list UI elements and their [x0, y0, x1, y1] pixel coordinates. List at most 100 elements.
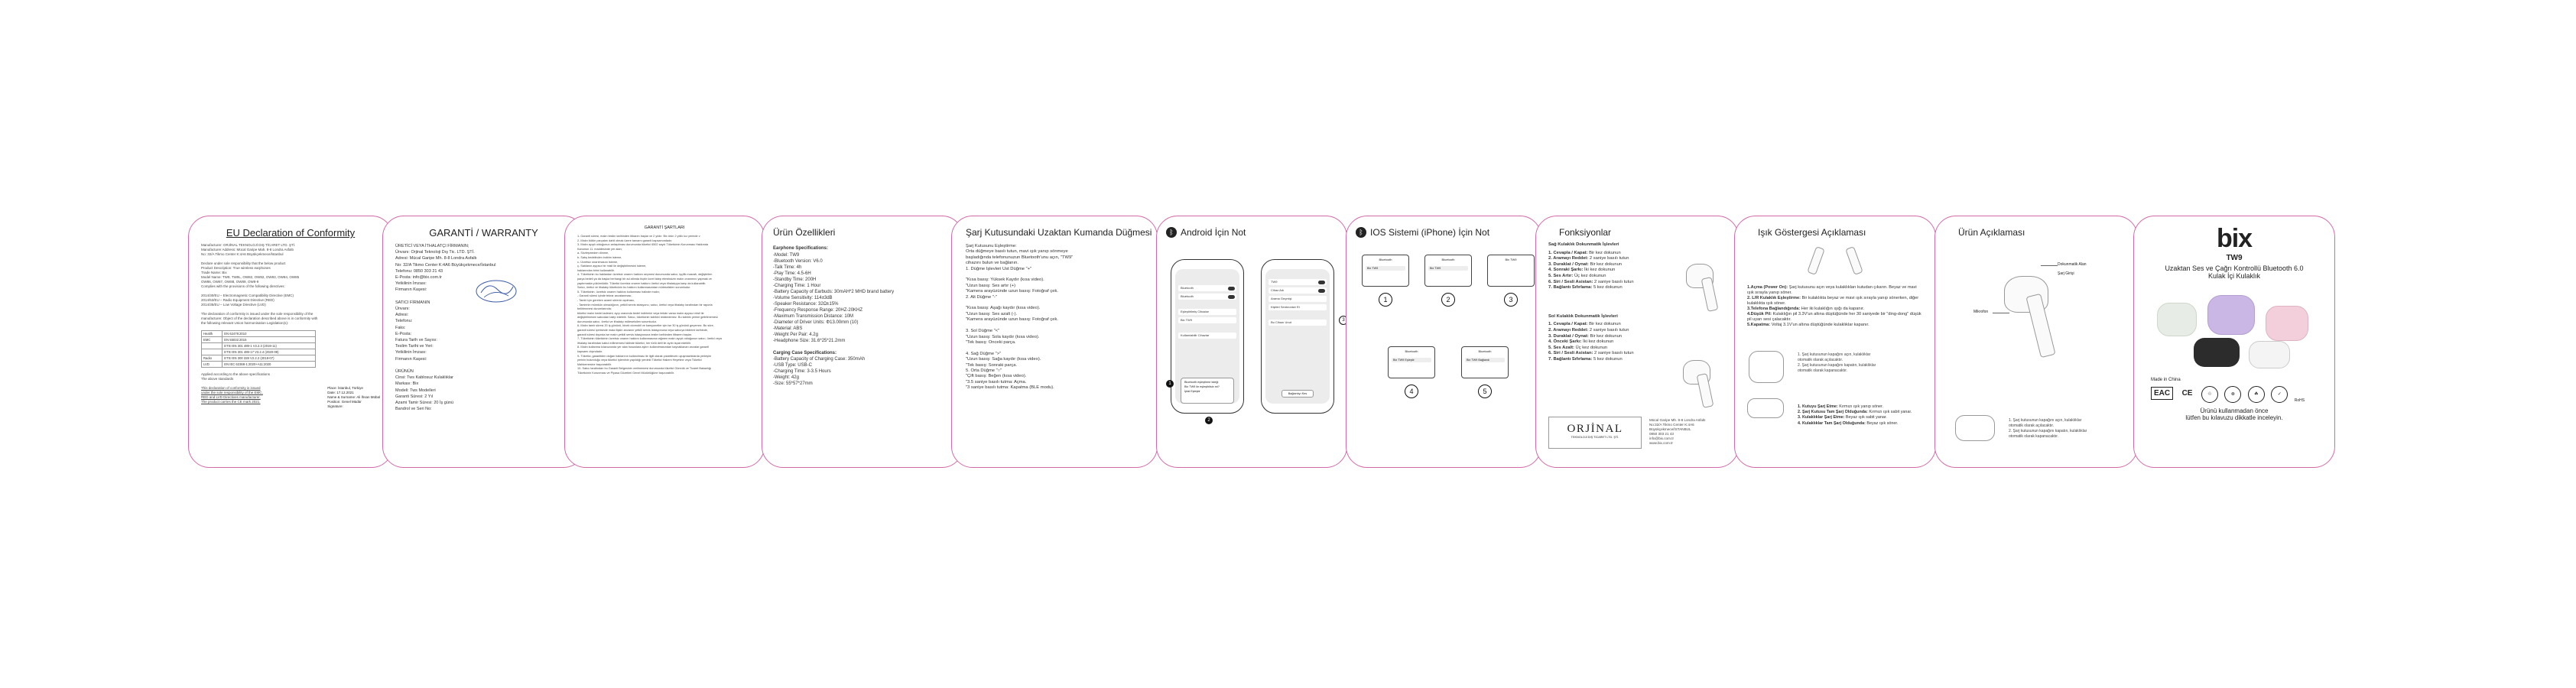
signature-line: Position: Genel Müdür [327, 400, 362, 404]
settings-row[interactable]: Eşleştirilmiş Cihazlar [1178, 309, 1236, 315]
eu-declaration-sheet: EU Declaration of Conformity Manufacture… [188, 216, 393, 468]
spec-line: -Frequency Response Range: 20HZ-20KHZ [773, 308, 863, 313]
android-title: Android İçin Not [1181, 227, 1246, 238]
ios-step-marker-5: 5 [1478, 385, 1492, 398]
terms-line: garanti süresi içerisinde mala ilişkin a… [577, 329, 708, 333]
toggle-switch[interactable] [1318, 288, 1325, 293]
function-value: 2 saniye basılı tutun [1593, 351, 1634, 356]
remote-line: "Uzun basış: Ses artır (+) [966, 283, 1016, 288]
ios-screen-title: Bluetooth [1379, 258, 1392, 261]
ios-screen-title: Bluetooth [1478, 349, 1492, 353]
table-cell: ETSI EN 301 489-1 V2.2.3 (2019-11) [222, 342, 316, 349]
declaration-line: 2014/30/EU – Electromagnetic Compatibili… [201, 294, 294, 297]
toggle-switch[interactable] [1318, 280, 1325, 284]
function-value: Bir kez dokunun [1587, 250, 1621, 255]
ios-device-row[interactable]: Bix TW9 Bağlandı [1465, 358, 1505, 362]
right-function-item: 5. Ses Artır: Üç kez dokunun [1548, 274, 1726, 280]
spec-line: -USB Type: USB-C [773, 363, 812, 368]
rohs-label: RoHS [2294, 398, 2305, 403]
row-label: Bu Cihazı Unut [1271, 320, 1291, 324]
warranty-field [395, 362, 572, 368]
address-line: info@bix.com.tr [1649, 436, 1674, 440]
table-cell: EMC [200, 336, 223, 343]
declaration-line: Model Name: TW9, TW9L, OW82, OW82, OW83,… [201, 275, 300, 279]
case-note-line: 2. Şarj kutusunun kapağını kapatın, kula… [1798, 363, 1876, 368]
left-function-item: 5. Ses Azalt: Üç kez dokunun [1548, 346, 1726, 352]
settings-row[interactable]: Bluetooth [1178, 294, 1236, 300]
brand-box: ORJİNAL TEKNOLOJİ DIŞ TİCARET LTD. ŞTİ. [1548, 417, 1642, 449]
terms-line: Mahkemesine başvurabilir. [577, 362, 612, 366]
leader-line-1 [2041, 265, 2058, 266]
settings-row[interactable]: Arama Geçmişi [1269, 296, 1327, 302]
warranty-field: Bandrol ve Seri No: [395, 407, 432, 412]
function-value: Üç kez dokunun [1574, 345, 1608, 350]
settings-row[interactable]: Kişileri Senkronize Et [1269, 304, 1327, 310]
issued-line: The product carries the CE mark 2021. [201, 400, 261, 404]
terms-line: Tüketicinin Korunması ve Piyasa Gözetimi… [577, 372, 674, 375]
remote-line: 4. Sağ Düğme ">" [966, 351, 1002, 356]
issued-line: RED and LVD Directives manufacturer. [201, 395, 261, 399]
label-microphone: Mikrofon [1973, 310, 1989, 314]
function-key: 3. Duraklat / Oynat: [1548, 333, 1589, 339]
function-key: 1. Cevapla / Kapat: [1548, 250, 1588, 255]
page-title: EU Declaration of Conformity [226, 227, 356, 239]
function-value: Bir kez dokunun [1588, 333, 1623, 339]
function-key: 1. Kutuyu Şarj Etme: [1798, 404, 1838, 409]
table-cell: EN 62479:2010 [222, 330, 316, 337]
declaration-line: manufacturer. Object of the declaration … [201, 316, 318, 320]
terms-line: garanti süresi dışında ise malın yetkili… [577, 333, 692, 336]
company-stamp-icon [476, 280, 517, 303]
toggle-switch[interactable] [1228, 294, 1235, 299]
terms-line: ithalatçı tarafından kabul edilmemesi hâ… [577, 341, 692, 345]
product-description-panel: Ürün Açıklaması Dokunmatik Alan Şarj Gir… [1934, 216, 2138, 468]
warranty-field: Fatura Tarih ve Sayısı: [395, 338, 437, 343]
remote-line: 5. Orta Düğme "○" [966, 368, 1002, 373]
warranty-field: Telefonu: [395, 319, 413, 324]
ios-device-row[interactable]: Bix TW9 [1428, 266, 1468, 271]
left-earbud-stem [1696, 373, 1714, 408]
settings-row[interactable]: Bu Cihazı Unut [1269, 320, 1327, 326]
function-key: 1.Açma (Power On): [1747, 285, 1788, 290]
warranty-field: Adresi: [395, 313, 409, 318]
right-touch-heading: Sağ Kulaklık Dokunmatik İşlevleri [1548, 242, 1619, 247]
settings-row[interactable]: Bix TW9 [1178, 317, 1236, 323]
spec-line: -Material: ABS [773, 326, 803, 331]
function-value: Şarj kutusunu açın veya kulaklıkları kut… [1747, 285, 1917, 295]
case-black [2194, 338, 2240, 367]
settings-row[interactable]: Cihaz Adı [1269, 287, 1327, 294]
warranty-field: Cinsi: Tws Kablosuz Kulaklıklar [395, 375, 454, 381]
label-touch-area: Dokunmatik Alan [2058, 262, 2087, 267]
case-note-line: otomatik olarak kapanacaktır. [1798, 368, 1848, 373]
function-value: 5 kez dokunun [1592, 285, 1623, 290]
rohs-icon: ✓ [2271, 386, 2289, 403]
remote-control-title: Şarj Kutusundaki Uzaktan Kumanda Düğmesi [966, 227, 1152, 238]
ios-screen-title: Bluetooth [1405, 349, 1418, 353]
function-key: 7. Bağlantı Sıfırlama: [1548, 285, 1593, 290]
ios-device-row[interactable]: Bix TW9 Eşleştir [1392, 358, 1431, 362]
made-in-china: Made in China [2151, 378, 2181, 382]
terms-line: değiştirilmesini satıcıdan talep edebili… [577, 316, 718, 320]
function-value: 5 kez dokunun [1592, 356, 1623, 362]
warranty-field: Firmanın Kaşesi: [395, 287, 427, 293]
settings-row[interactable]: Kullanılabilir Cihazlar [1178, 333, 1236, 339]
signature-line: Date: 17.12.2021 [327, 391, 354, 394]
spec-line: -Maximum Transmission Distance: 10M [773, 314, 854, 319]
case-specs-heading: Carging Case Specifications: [773, 351, 837, 355]
case-note-line: otomatik olarak açılacaktır. [1798, 358, 1843, 362]
terms-line: c- Ücretsiz onarılmasını isteme, [577, 260, 619, 264]
warranty-field: E-Posta: [395, 331, 412, 336]
settings-row[interactable]: Bluetooth [1178, 285, 1236, 291]
cover-subtitle-1: Uzaktan Ses ve Çağrı Kontrollü Bluetooth… [2165, 264, 2304, 272]
declaration-line: Manufacturer: ORJİNAL TEKNOLOJİ DIŞ TİCA… [201, 243, 296, 247]
settings-row[interactable]: TW9 [1269, 279, 1327, 285]
function-value: 2 saniye basılı tutun [1588, 327, 1629, 333]
ios-device-row[interactable]: Bix TW9 [1366, 266, 1405, 271]
toggle-switch[interactable] [1228, 286, 1235, 290]
product-note-line: 2. Şarj kutusunun kapağını kapatın, kula… [2009, 429, 2087, 433]
warranty-field: Ünvanı: [395, 307, 410, 312]
applied-line: Applied according to the above specifica… [201, 372, 271, 376]
address-line: www.bix.com.tr [1649, 441, 1673, 445]
light-indicator-panel: Işık Göstergesi Açıklaması 1.Açma (Power… [1734, 216, 1936, 468]
declaration-line: OW86, OW87, OW88, OW89, OW8-9 [201, 280, 259, 284]
